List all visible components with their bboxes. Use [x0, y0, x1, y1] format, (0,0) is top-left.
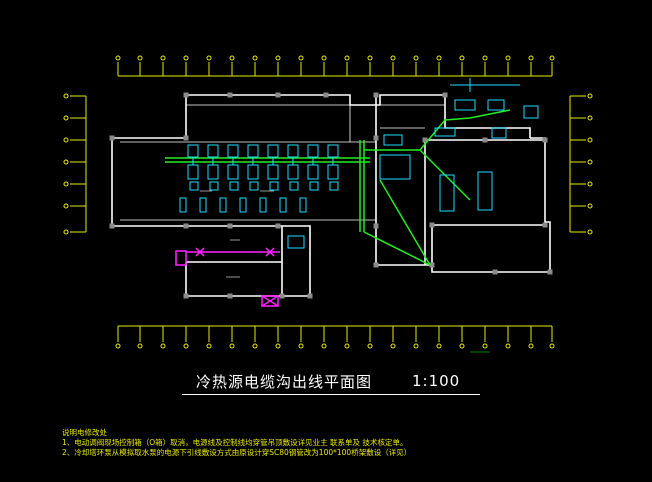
note-line-2: 2、冷却塔环泵从模拟取水泵的电源下引线敷设方式由原设计穿SC80钢管改为100*…: [62, 448, 412, 457]
axis-grid-top: [115, 55, 555, 77]
revision-marks: [175, 247, 280, 307]
drawing-title: 冷热源电缆沟出线平面图: [196, 373, 373, 391]
revision-notes: 说明电修改处 1、电动调阀现场控制箱（O箱）取消，电源线及控制线均穿管吊顶敷设详…: [62, 428, 411, 458]
equipment-layout: [179, 78, 539, 249]
axis-grid-left: [63, 93, 87, 235]
note-line-1: 1、电动调阀现场控制箱（O箱）取消，电源线及控制线均穿管吊顶敷设详见业主 联系单…: [62, 438, 408, 447]
notes-heading: 说明电修改处: [62, 428, 107, 437]
cable-tray: [165, 109, 511, 266]
axis-grid-bottom: [115, 325, 555, 349]
axis-grid-right: [569, 93, 593, 235]
building-walls: [111, 94, 551, 297]
title-underline: [182, 394, 480, 395]
dimension-marks: [200, 190, 490, 353]
drawing-scale: 1:100: [412, 372, 461, 390]
structural-columns: [109, 92, 553, 299]
